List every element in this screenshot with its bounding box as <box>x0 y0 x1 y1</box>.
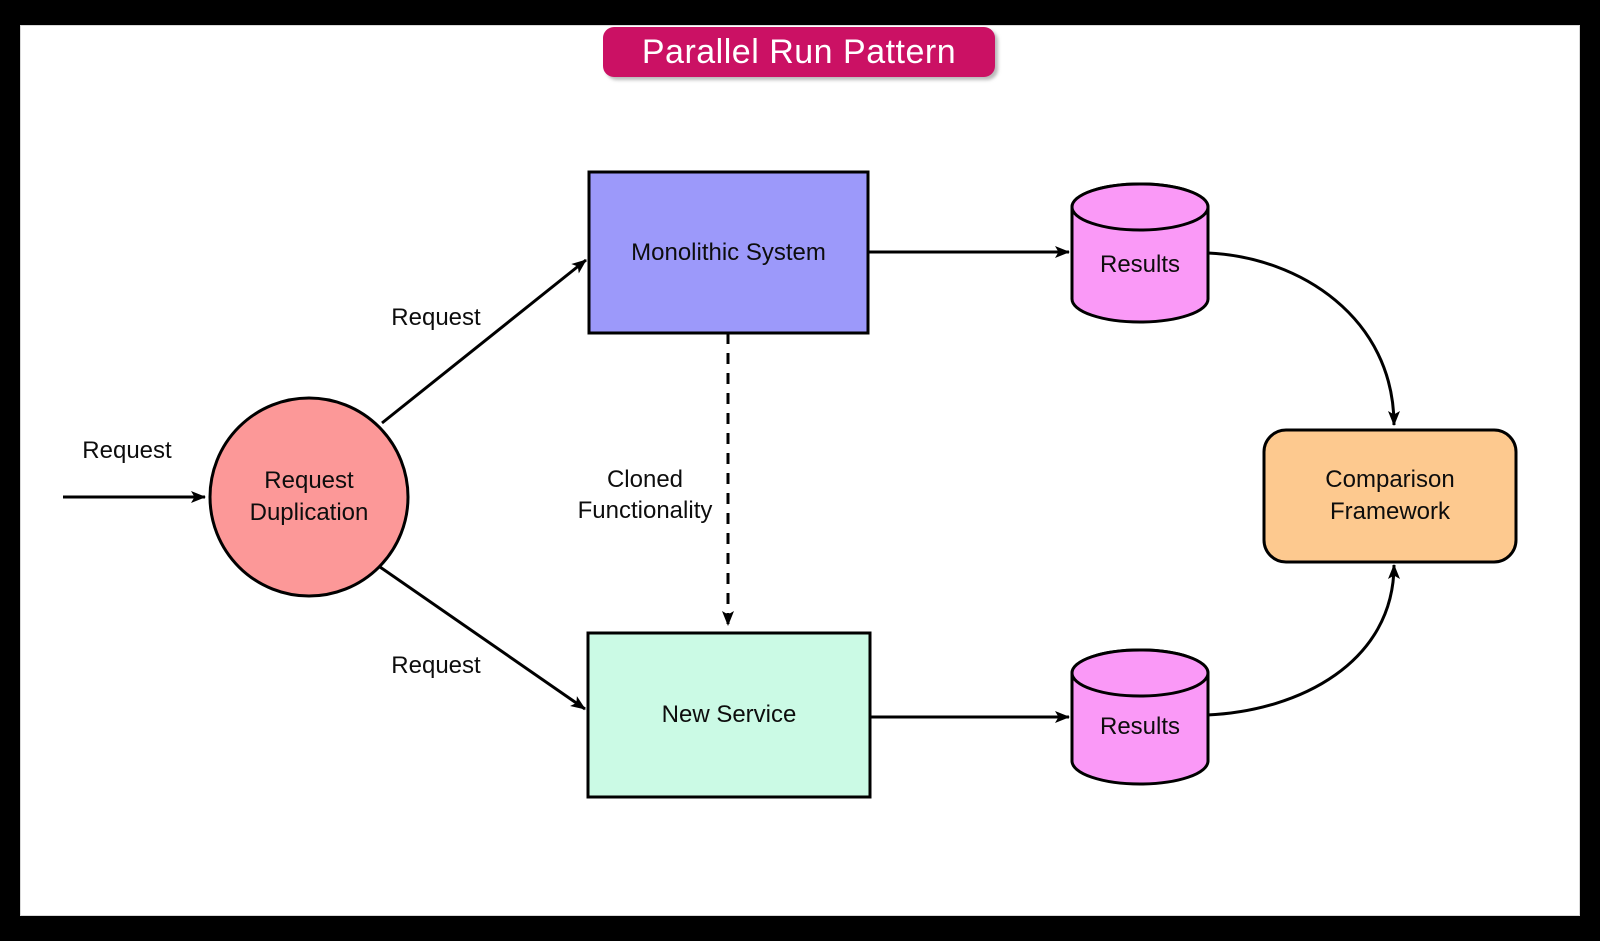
diagram-title: Parallel Run Pattern <box>603 27 995 77</box>
edge-results-bottom-to-comparison <box>1206 564 1400 717</box>
results-top-cylinder <box>1070 182 1210 324</box>
edge-request-to-monolith <box>381 258 587 425</box>
edge-request-to-new-service <box>379 565 586 711</box>
edge-results-top-to-comparison <box>1207 251 1400 426</box>
request-duplication-node <box>208 396 410 598</box>
monolithic-system-node <box>587 170 870 335</box>
results-bottom-cylinder <box>1070 648 1210 786</box>
comparison-framework-node <box>1262 428 1518 564</box>
new-service-node <box>586 631 872 799</box>
